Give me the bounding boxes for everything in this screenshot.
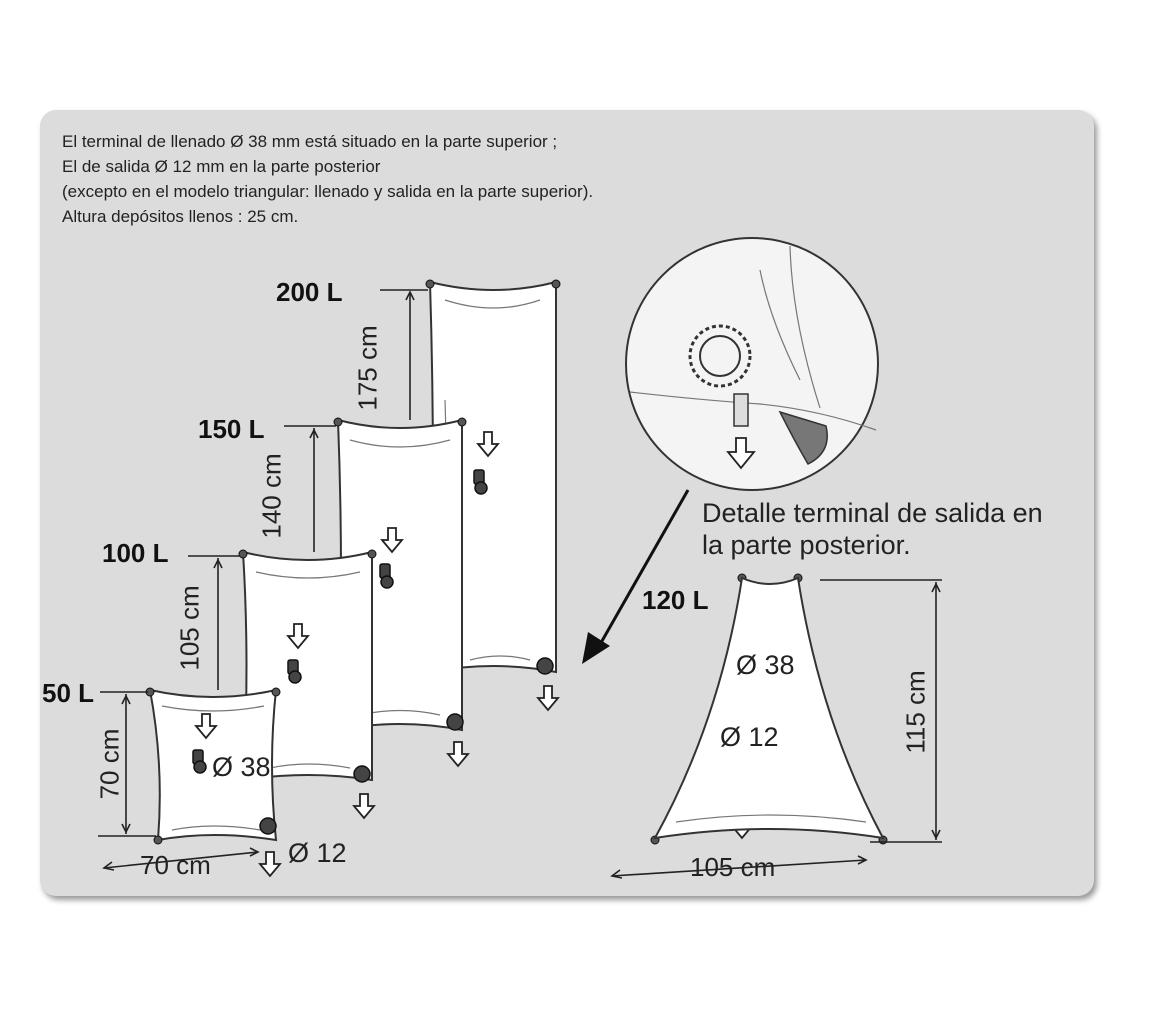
note-line-2: El de salida Ø 12 mm en la parte posteri… [62, 157, 381, 176]
height-label-50l: 70 cm [94, 728, 125, 800]
detail-caption-line-1: Detalle terminal de salida en [702, 498, 1043, 528]
capacity-label-50l: 50 L [42, 678, 95, 708]
outlet-diameter-label: Ø 12 [288, 838, 347, 868]
note-line-4: Altura depósitos llenos : 25 cm. [62, 207, 299, 226]
width-label-120l: 105 cm [690, 852, 776, 882]
height-label-120l: 115 cm [900, 670, 931, 754]
capacity-label-120l: 120 L [642, 585, 709, 615]
capacity-label-200l: 200 L [276, 277, 343, 307]
bag-100l [241, 550, 373, 782]
detail-magnifier [625, 237, 879, 491]
bag-50l [148, 688, 278, 842]
tri-inlet-diameter-label: Ø 38 [736, 650, 795, 680]
height-label-150l: 140 cm [256, 453, 287, 539]
dimension-lines [98, 289, 942, 879]
height-label-200l: 175 cm [352, 325, 383, 411]
note-line-3: (excepto en el modelo triangular: llenad… [62, 182, 594, 201]
detail-pointer-arrow [582, 489, 690, 664]
height-label-100l: 105 cm [174, 585, 205, 671]
detail-caption-line-2: la parte posterior. [702, 530, 911, 560]
width-label-50l: 70 cm [140, 850, 211, 880]
capacity-label-100l: 100 L [102, 538, 169, 568]
inlet-diameter-label: Ø 38 [212, 752, 271, 782]
tri-outlet-diameter-label: Ø 12 [720, 722, 779, 752]
corner-grommets [145, 279, 888, 845]
capacity-label-150l: 150 L [198, 414, 265, 444]
bag-120l-triangular [653, 576, 885, 840]
note-line-1: El terminal de llenado Ø 38 mm está situ… [62, 132, 558, 151]
